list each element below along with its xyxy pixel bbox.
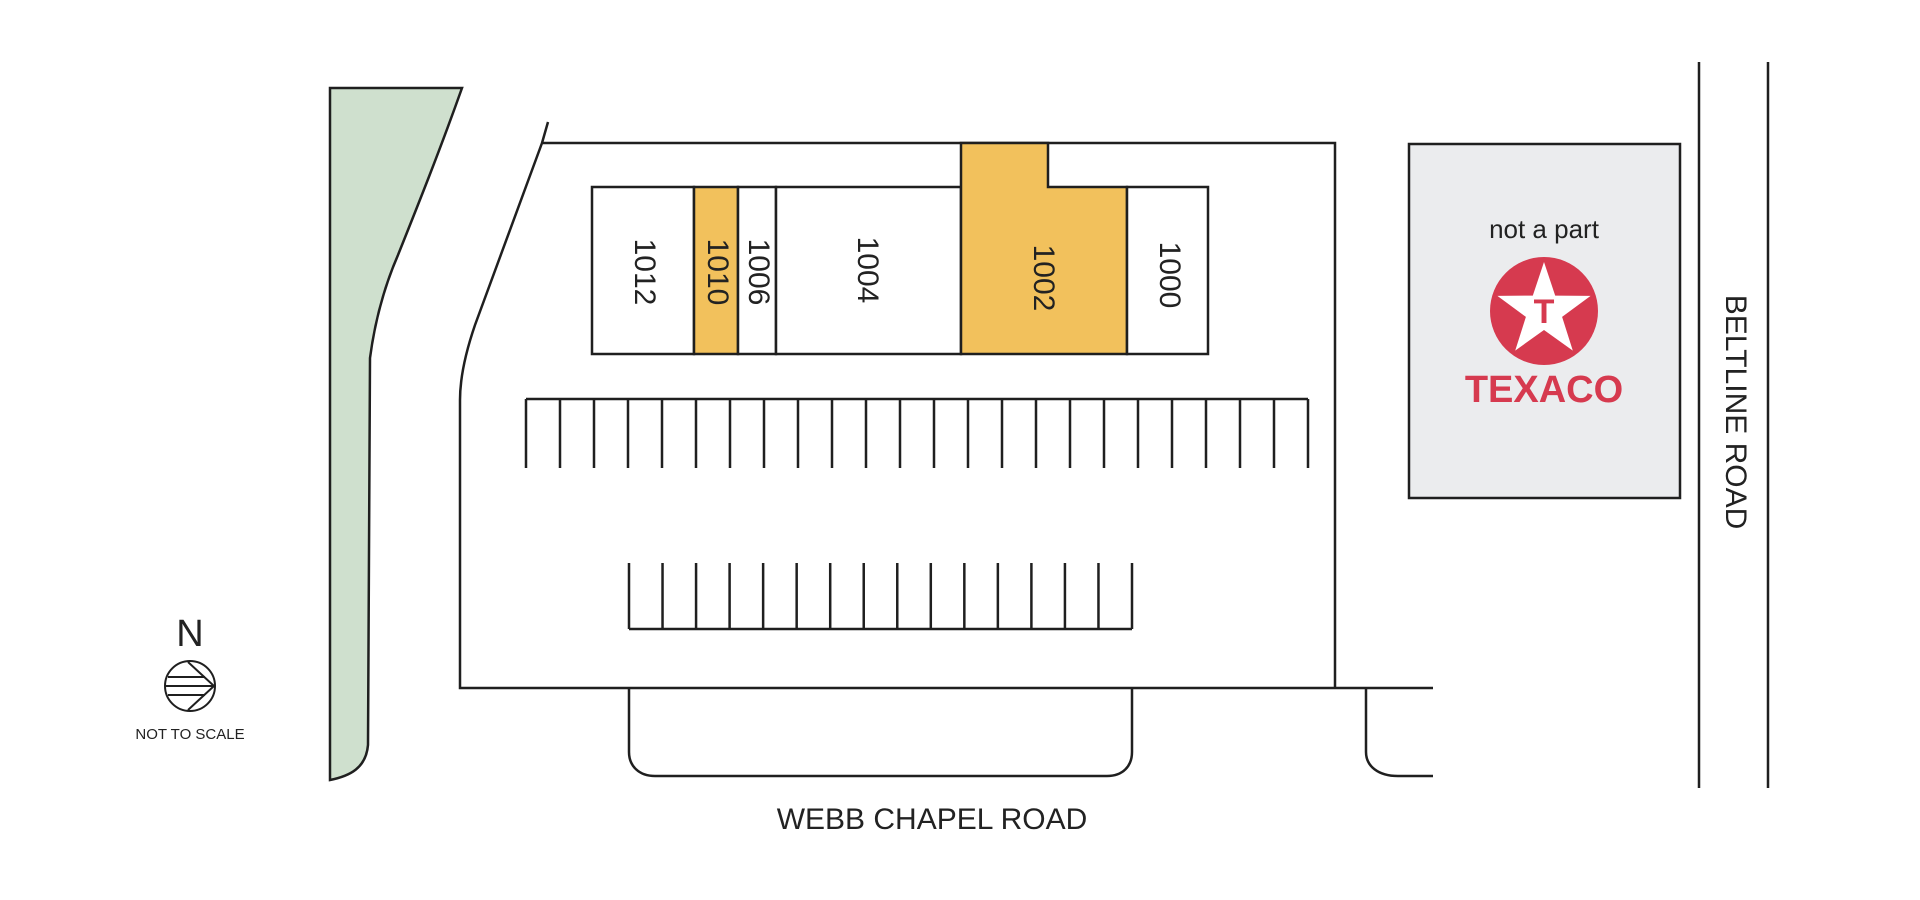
texaco-star-icon: T (1490, 257, 1598, 365)
building (590, 141, 1210, 356)
parking-row-north (524, 397, 1310, 468)
north-legend: N NOT TO SCALE (135, 613, 244, 743)
site-boundary (458, 121, 1433, 690)
suite-1012[interactable] (590, 185, 696, 356)
outparcel: not a part T TEXACO (1407, 142, 1682, 500)
suite-1006-label: 1006 (742, 239, 775, 306)
green-space (328, 86, 464, 782)
parking-row-south (627, 563, 1134, 631)
north-arrow-icon (164, 660, 216, 712)
suite-1012-label: 1012 (628, 239, 661, 306)
texaco-logo-letter: T (1534, 293, 1555, 331)
suite-1004[interactable] (774, 185, 963, 356)
suite-1004-label: 1004 (851, 237, 884, 304)
webb-chapel-road-label: WEBB CHAPEL ROAD (777, 803, 1088, 836)
suite-1000-label: 1000 (1153, 242, 1186, 309)
beltline-road-label: BELTLINE ROAD (1719, 295, 1752, 530)
scale-note: NOT TO SCALE (135, 726, 244, 743)
suite-1002-label: 1002 (1027, 245, 1060, 312)
driveway-west (627, 688, 1134, 778)
suite-1006[interactable] (736, 185, 778, 356)
north-letter: N (176, 613, 203, 655)
outparcel-note: not a part (1489, 214, 1600, 244)
suite-1010-label: 1010 (701, 239, 734, 306)
driveway-east (1364, 688, 1433, 778)
suite-labels: 1012 1010 1006 1004 1002 1000 (628, 237, 1186, 312)
suite-1000[interactable] (1125, 185, 1210, 356)
texaco-wordmark: TEXACO (1465, 369, 1623, 411)
